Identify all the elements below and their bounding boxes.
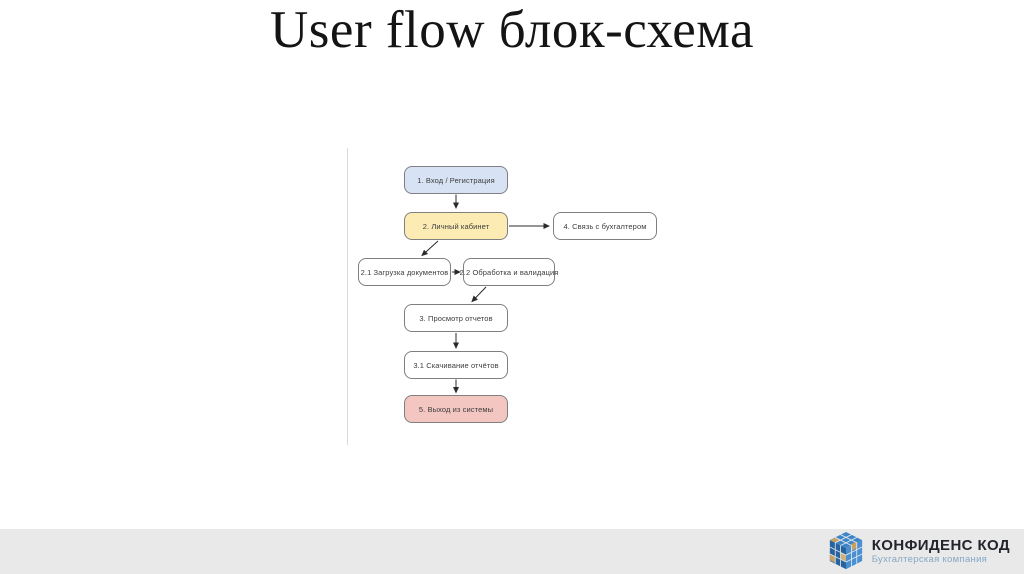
flow-node-label: 2. Личный кабинет bbox=[422, 221, 490, 231]
slide-title: User flow блок-схема bbox=[270, 1, 754, 59]
company-logo: КОНФИДЕНС КОД Бухгалтерская компания bbox=[827, 531, 1010, 572]
flow-node-label: 4. Связь с бухгалтером bbox=[563, 221, 647, 231]
flow-node-download-reports: 3.1 Скачивание отчётов bbox=[404, 351, 508, 379]
logo-cube-icon bbox=[829, 532, 863, 570]
brand-tagline: Бухгалтерская компания bbox=[871, 554, 988, 565]
flow-node-login: 1. Вход / Регистрация bbox=[404, 166, 508, 194]
user-flow-diagram: 1. Вход / Регистрация 2. Личный кабинет … bbox=[347, 145, 679, 447]
flow-node-personal-cabinet: 2. Личный кабинет bbox=[404, 212, 508, 240]
flow-arrow-2-to-2.1 bbox=[421, 240, 439, 257]
flow-node-upload-documents: 2.1 Загрузка документов bbox=[358, 258, 451, 286]
flow-node-view-reports: 3. Просмотр отчетов bbox=[404, 304, 508, 332]
flow-node-label: 3. Просмотр отчетов bbox=[419, 313, 493, 323]
flow-node-label: 3.1 Скачивание отчётов bbox=[413, 360, 499, 370]
flow-node-label: 2.2 Обработка и валидация bbox=[459, 267, 559, 277]
diagram-left-edge-line bbox=[347, 148, 348, 445]
flow-node-contact-accountant: 4. Связь с бухгалтером bbox=[553, 212, 657, 240]
flow-node-label: 5. Выход из системы bbox=[418, 404, 494, 414]
flow-node-logout: 5. Выход из системы bbox=[404, 395, 508, 423]
flow-node-label: 1. Вход / Регистрация bbox=[417, 175, 495, 185]
logo-text-block: КОНФИДЕНС КОД Бухгалтерская компания bbox=[872, 537, 1010, 566]
flow-node-label: 2.1 Загрузка документов bbox=[360, 267, 449, 277]
brand-name: КОНФИДЕНС КОД bbox=[871, 537, 1010, 554]
flow-arrows-layer bbox=[421, 194, 550, 394]
flow-node-processing-validation: 2.2 Обработка и валидация bbox=[460, 258, 558, 286]
footer-band: КОНФИДЕНС КОД Бухгалтерская компания bbox=[0, 529, 1024, 574]
flow-arrow-2.2-to-3 bbox=[471, 286, 487, 303]
